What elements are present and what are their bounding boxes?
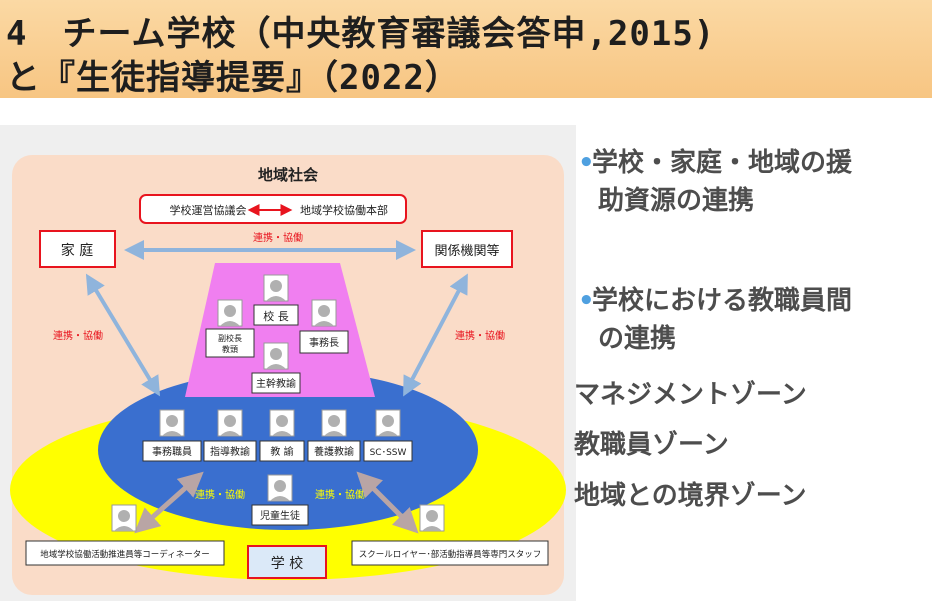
bullet-2-line1: 学校における教職員間	[592, 286, 853, 316]
staff-label-counselor: SC･SSW	[370, 448, 407, 458]
zone-staff: 教職員ゾーン	[574, 430, 729, 460]
staff-nurse-teacher: 養護教諭	[307, 409, 361, 462]
bullet-1-line1: 学校・家庭・地域の援	[592, 148, 853, 178]
council-right-label: 地域学校協働本部	[300, 203, 388, 217]
coordinator-box	[25, 540, 225, 566]
link-label-inner-right: 連携・協働	[315, 488, 365, 501]
family-school-arrow	[85, 273, 161, 397]
chief-teacher-avatar	[263, 342, 289, 370]
specialists-arrow	[356, 471, 419, 534]
students-box	[251, 504, 309, 526]
staff-counselor: SC･SSW	[363, 409, 413, 462]
title-band: 4 チーム学校（中央教育審議会答申,2015) と『生徒指導提要』（2022）	[0, 0, 932, 98]
agencies-label: 関係機関等	[434, 243, 499, 259]
bullet-1-line2: 助資源の連携	[598, 186, 755, 216]
chief-teacher-label: 主幹教諭	[256, 377, 296, 390]
bullet-item-1: •学校・家庭・地域の援 助資源の連携	[578, 144, 852, 220]
admin-head-avatar	[311, 299, 337, 327]
agencies-box	[421, 230, 513, 268]
specialists-box	[351, 540, 549, 566]
specialists-avatar	[419, 504, 445, 532]
link-label-top: 連携・協働	[253, 231, 303, 244]
team-school-diagram: 地域社会 学校運営協議会 地域学校協働本部 家 庭 関係機関等 連携・協働 連携…	[10, 155, 566, 595]
bullet-item-2: •学校における教職員間 の連携	[578, 282, 852, 358]
zone-management: マネジメントゾーン	[574, 380, 807, 410]
principal-box	[253, 304, 299, 326]
staff-label-guidance-teacher: 指導教諭	[210, 445, 250, 458]
agency-school-arrow	[403, 273, 468, 397]
head-teacher-label: 教頭	[222, 344, 238, 354]
students-avatar	[267, 474, 293, 502]
diagram-panel: 地域社会 学校運営協議会 地域学校協働本部 家 庭 関係機関等 連携・協働 連携…	[0, 125, 576, 601]
council-left-label: 学校運営協議会	[170, 203, 247, 217]
staff-label-admin-clerk: 事務職員	[152, 445, 192, 458]
school-box	[247, 545, 327, 579]
chief-teacher-box	[251, 372, 301, 394]
bullet-dot-icon: •	[578, 286, 595, 316]
community-title: 地域社会	[258, 166, 318, 184]
school-label: 学 校	[271, 555, 303, 572]
vice-principal-box	[205, 328, 255, 358]
family-box	[39, 230, 116, 268]
admin-head-box	[299, 330, 349, 354]
specialists-label: スクールロイヤー･部活動指導員等専門スタッフ	[359, 549, 542, 560]
staff-guidance-teacher: 指導教諭	[203, 409, 257, 462]
title-line-1: 4 チーム学校（中央教育審議会答申,2015)	[6, 14, 716, 54]
staff-teacher: 教 諭	[259, 409, 305, 462]
bullet-dot-icon: •	[578, 148, 595, 178]
title-line-2: と『生徒指導提要』（2022）	[6, 58, 460, 98]
vice-principal-avatar	[217, 299, 243, 327]
staff-label-teacher: 教 諭	[270, 445, 293, 458]
vice-principal-label: 副校長	[218, 333, 242, 343]
link-label-left: 連携・協働	[53, 329, 103, 342]
coordinator-avatar	[111, 504, 137, 532]
staff-row: 事務職員 指導教諭 教 諭 養護教諭 SC･SSW	[142, 409, 413, 462]
students-label: 児童生徒	[260, 509, 300, 522]
management-zone	[185, 263, 375, 397]
principal-avatar	[263, 274, 289, 302]
family-label: 家 庭	[61, 242, 93, 259]
admin-head-label: 事務長	[309, 336, 339, 349]
principal-label: 校 長	[263, 309, 289, 323]
link-label-right: 連携・協働	[455, 329, 505, 342]
staff-admin-clerk: 事務職員	[142, 409, 202, 462]
coordinator-arrow	[134, 471, 204, 534]
link-label-inner-left: 連携・協働	[195, 488, 245, 501]
staff-label-nurse-teacher: 養護教諭	[314, 445, 354, 458]
coordinator-label: 地域学校協働活動推進員等コーディネーター	[40, 549, 209, 560]
bullet-2-line2: の連携	[598, 324, 677, 354]
zone-boundary: 地域との境界ゾーン	[574, 481, 807, 511]
